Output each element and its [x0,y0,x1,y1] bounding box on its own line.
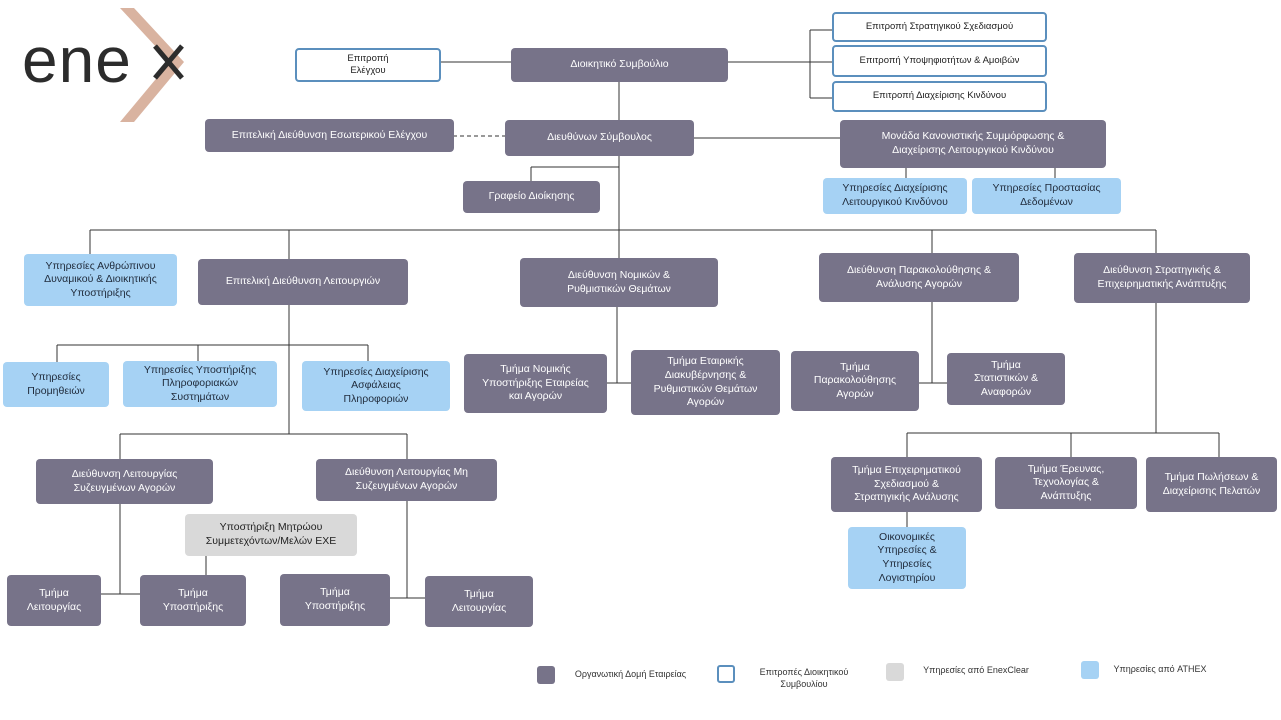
strategic-planning-committee-box: Επιτροπή Στρατηγικού Σχεδιασμού [832,12,1047,42]
enex-logo: ene [10,6,190,126]
logo-text: ene [22,24,132,96]
coupled-support-box: Τμήμα Υποστήριξης [140,575,246,626]
legend-athex-label: Υπηρεσίες από ATHEX [1113,664,1207,674]
audit-committee-box: Επιτροπή Ελέγχου [295,48,441,82]
nominations-committee-box: Επιτροπή Υποψηφιοτήτων & Αμοιβών [832,45,1047,77]
legend-committees-swatch [717,665,735,683]
operations-directorate-box: Επιτελική Διεύθυνση Λειτουργιών [198,259,408,305]
noncoupled-markets-box: Διεύθυνση Λειτουργίας Μη Συζευγμένων Αγο… [316,459,497,501]
surveillance-directorate-box: Διεύθυνση Παρακολούθησης & Ανάλυσης Αγορ… [819,253,1019,302]
info-security-box: Υπηρεσίες Διαχείρισης Ασφάλειας Πληροφορ… [302,361,450,411]
legend-athex-swatch [1081,661,1099,679]
it-support-box: Υπηρεσίες Υποστήριξης Πληροφοριακών Συστ… [123,361,277,407]
financial-services-box: Οικονομικές Υπηρεσίες & Υπηρεσίες Λογιστ… [848,527,966,589]
research-tech-box: Τμήμα Έρευνας, Τεχνολογίας & Ανάπτυξης [995,457,1137,509]
legend-company-label: Οργανωτική Δομή Εταιρείας [574,669,687,679]
management-office-box: Γραφείο Διοίκησης [463,181,600,213]
op-risk-services-box: Υπηρεσίες Διαχείρισης Λειτουργικού Κινδύ… [823,178,967,214]
internal-audit-box: Επιτελική Διεύθυνση Εσωτερικού Ελέγχου [205,119,454,152]
strategy-directorate-box: Διεύθυνση Στρατηγικής & Επιχειρηματικής … [1074,253,1250,303]
compliance-unit-box: Μονάδα Κανονιστικής Συμμόρφωσης & Διαχεί… [840,120,1106,168]
logo-chevron-icon [120,8,184,122]
board-box: Διοικητικό Συμβούλιο [511,48,728,82]
procurement-box: Υπηρεσίες Προμηθειών [3,362,109,407]
legend-committees-label: Επιτροπές Διοικητικού Συμβουλίου [759,667,849,689]
coupled-operation-box: Τμήμα Λειτουργίας [7,575,101,626]
legend-company-swatch [537,666,555,684]
legend-enexclear-swatch [886,663,904,681]
legal-directorate-box: Διεύθυνση Νομικών & Ρυθμιστικών Θεμάτων [520,258,718,307]
noncoupled-support-box: Τμήμα Υποστήριξης [280,574,390,626]
coupled-markets-box: Διεύθυνση Λειτουργίας Συζευγμένων Αγορών [36,459,213,504]
noncoupled-operation-box: Τμήμα Λειτουργίας [425,576,533,627]
market-monitoring-box: Τμήμα Παρακολούθησης Αγορών [791,351,919,411]
ceo-box: Διευθύνων Σύμβουλος [505,120,694,156]
legal-support-box: Τμήμα Νομικής Υποστήριξης Εταιρείας και … [464,354,607,413]
business-planning-box: Τμήμα Επιχειρηματικού Σχεδιασμού & Στρατ… [831,457,982,512]
hr-services-box: Υπηρεσίες Ανθρώπινου Δυναμικού & Διοικητ… [24,254,177,306]
statistics-box: Τμήμα Στατιστικών & Αναφορών [947,353,1065,405]
legend-enexclear-label: Υπηρεσίες από EnexClear [923,665,1029,675]
governance-box: Τμήμα Εταιρικής Διακυβέρνησης & Ρυθμιστι… [631,350,780,415]
registry-support-box: Υποστήριξη Μητρώου Συμμετεχόντων/Μελών Ε… [185,514,357,556]
sales-box: Τμήμα Πωλήσεων & Διαχείρισης Πελατών [1146,457,1277,512]
risk-committee-box: Επιτροπή Διαχείρισης Κινδύνου [832,81,1047,112]
data-protection-box: Υπηρεσίες Προστασίας Δεδομένων [972,178,1121,214]
